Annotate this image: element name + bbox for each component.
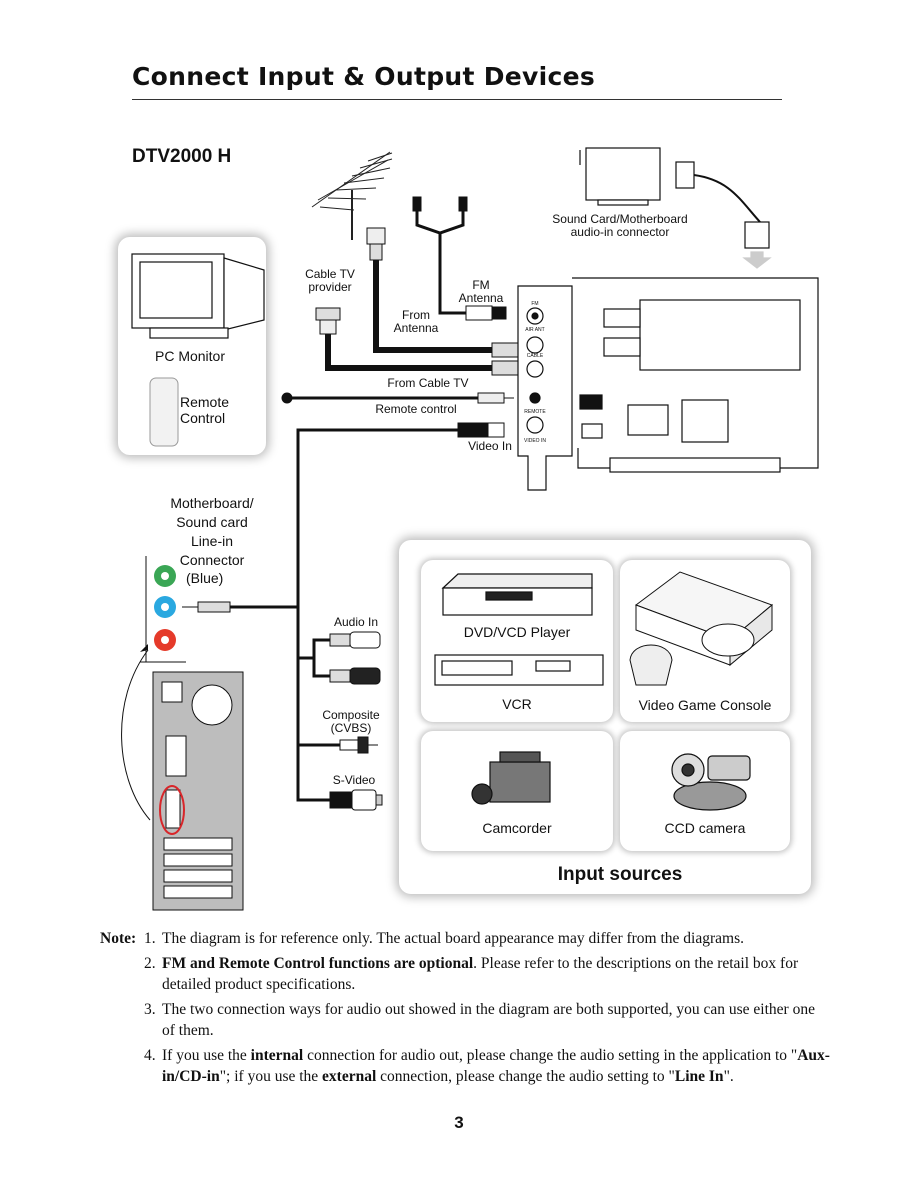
tuner-card [572,277,819,473]
device-label-game-console: Video Game Console [638,697,772,713]
svg-text:CABLE: CABLE [527,353,544,359]
vcr-icon [434,654,604,686]
device-label-ccd-camera: CCD camera [664,820,746,836]
connection-diagram: FM AIR ANT CABLE REMOTE VIDEO IN [121,147,819,911]
video-in-label: Video In [468,439,512,453]
cable-tv-provider-label: Cable TV provider [305,267,355,294]
fm-antenna-cable [412,196,507,321]
s-video-connector [329,789,383,811]
model-name: DTV2000 H [132,146,232,167]
card-bracket: FM AIR ANT CABLE REMOTE VIDEO IN [517,285,573,491]
sound-card-label: Sound Card/Motherboard audio-in connecto… [552,212,688,239]
video-in-cable [230,422,505,802]
note-number: 4. [144,1047,156,1064]
sound-card [579,147,772,269]
line-in-jacks [121,556,186,821]
svg-text:FM: FM [531,301,538,307]
svg-text:VIDEO IN: VIDEO IN [524,438,546,444]
line-in-plug [182,601,231,613]
fm-antenna-label: FM Antenna [458,278,504,305]
note-number: 1. [144,930,156,947]
remote-control-cable [281,392,514,404]
note-lead [100,1045,144,1087]
note-item: Note: 1. The diagram is for reference only… [100,928,830,949]
svg-text:REMOTE: REMOTE [524,409,546,415]
camcorder-icon [471,751,551,805]
page-title: Connect Input & Output Devices [132,62,596,91]
note-text: The diagram is for reference only. The a… [162,930,744,947]
note-item: 3. The two connection ways for audio out … [100,999,830,1041]
device-label-dvd: DVD/VCD Player [463,624,571,640]
pc-tower-back-icon [152,671,244,911]
game-console-icon [629,571,773,686]
page-number: 3 [454,1113,464,1132]
ccd-camera-icon [671,753,751,811]
note-lead [100,953,144,995]
line-in-label: Motherboard/ Sound card Line-in Connecto… [170,495,254,568]
dvd-player-icon [441,573,593,616]
antenna-icon [311,151,393,240]
audio-in-connectors [329,631,381,685]
s-video-label: S-Video [332,773,376,787]
device-label-vcr: VCR [502,696,532,712]
pc-monitor-icon [131,253,265,339]
note-item: 2. FM and Remote Control functions are op… [100,953,830,995]
composite-label: Composite (CVBS) [322,708,380,735]
note-number: 3. [144,1001,156,1018]
note-text: FM and Remote Control functions are opti… [162,955,799,993]
note-text: If you use the internal connection for a… [162,1047,830,1085]
note-number: 2. [144,955,156,972]
input-sources-heading: Input sources [557,864,683,885]
note-item: 4. If you use the internal connection for… [100,1045,830,1087]
composite-connector [339,736,378,754]
from-antenna-label: From Antenna [393,308,439,335]
svg-text:AIR ANT: AIR ANT [525,327,544,333]
antenna-cable [366,227,519,358]
audio-in-label: Audio In [333,615,379,629]
remote-control-icon [149,377,179,447]
remote-control-label: Remote Control [180,394,230,426]
line-in-color-label: (Blue) [186,570,224,586]
note-text: The two connection ways for audio out sh… [162,1001,815,1039]
remote-control-cable-label: Remote control [375,402,457,416]
notes-section: Note: 1. The diagram is for reference only… [100,928,830,1091]
notes-list: Note: 1. The diagram is for reference only… [100,928,830,1087]
note-lead [100,999,144,1041]
cable-tv-cable [315,307,519,376]
note-lead: Note: [100,930,137,947]
pc-monitor-label: PC Monitor [154,348,226,364]
device-label-camcorder: Camcorder [482,820,552,836]
title-rule [132,99,782,100]
from-cable-tv-label: From Cable TV [387,376,469,390]
